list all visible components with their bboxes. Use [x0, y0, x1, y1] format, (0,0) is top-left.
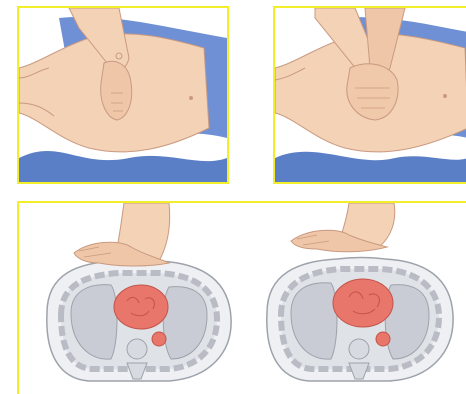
- vertebra: [349, 339, 369, 359]
- heart: [114, 285, 168, 329]
- torso-illustration-right: [275, 8, 466, 182]
- heart: [333, 279, 393, 327]
- cross-section-right: [267, 203, 453, 381]
- blanket: [19, 151, 227, 182]
- torso-illustration-left: [19, 8, 227, 182]
- cross-section-left: [47, 203, 231, 381]
- hand-position-panel-left: [17, 6, 229, 184]
- blanket: [275, 152, 466, 182]
- aorta: [376, 332, 390, 346]
- cross-section-illustration: [19, 203, 466, 394]
- vertebra: [127, 339, 147, 359]
- aorta: [152, 332, 166, 346]
- cross-section-panel: [17, 201, 466, 394]
- hand-position-panel-right: [273, 6, 466, 184]
